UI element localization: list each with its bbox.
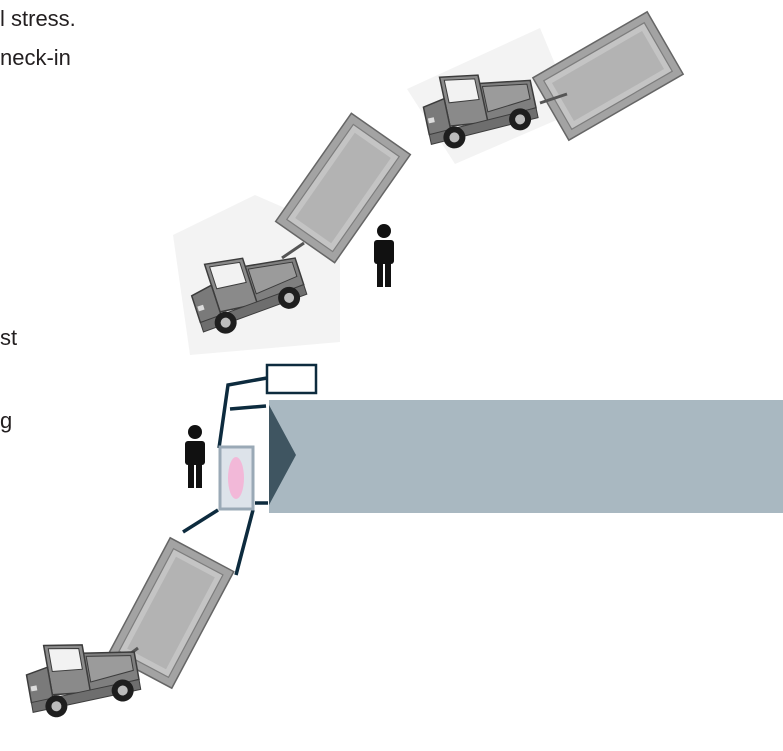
truck-trailer-top — [407, 12, 683, 164]
truck-trailer-bottom — [22, 538, 234, 721]
checkin-kiosk-icon — [220, 447, 253, 509]
sign-box-icon — [267, 365, 316, 393]
person-icon — [374, 224, 394, 287]
trailer-container-icon — [533, 12, 683, 140]
building-block — [269, 400, 783, 513]
truck-trailer-middle — [173, 113, 410, 355]
person-icon — [185, 425, 205, 488]
